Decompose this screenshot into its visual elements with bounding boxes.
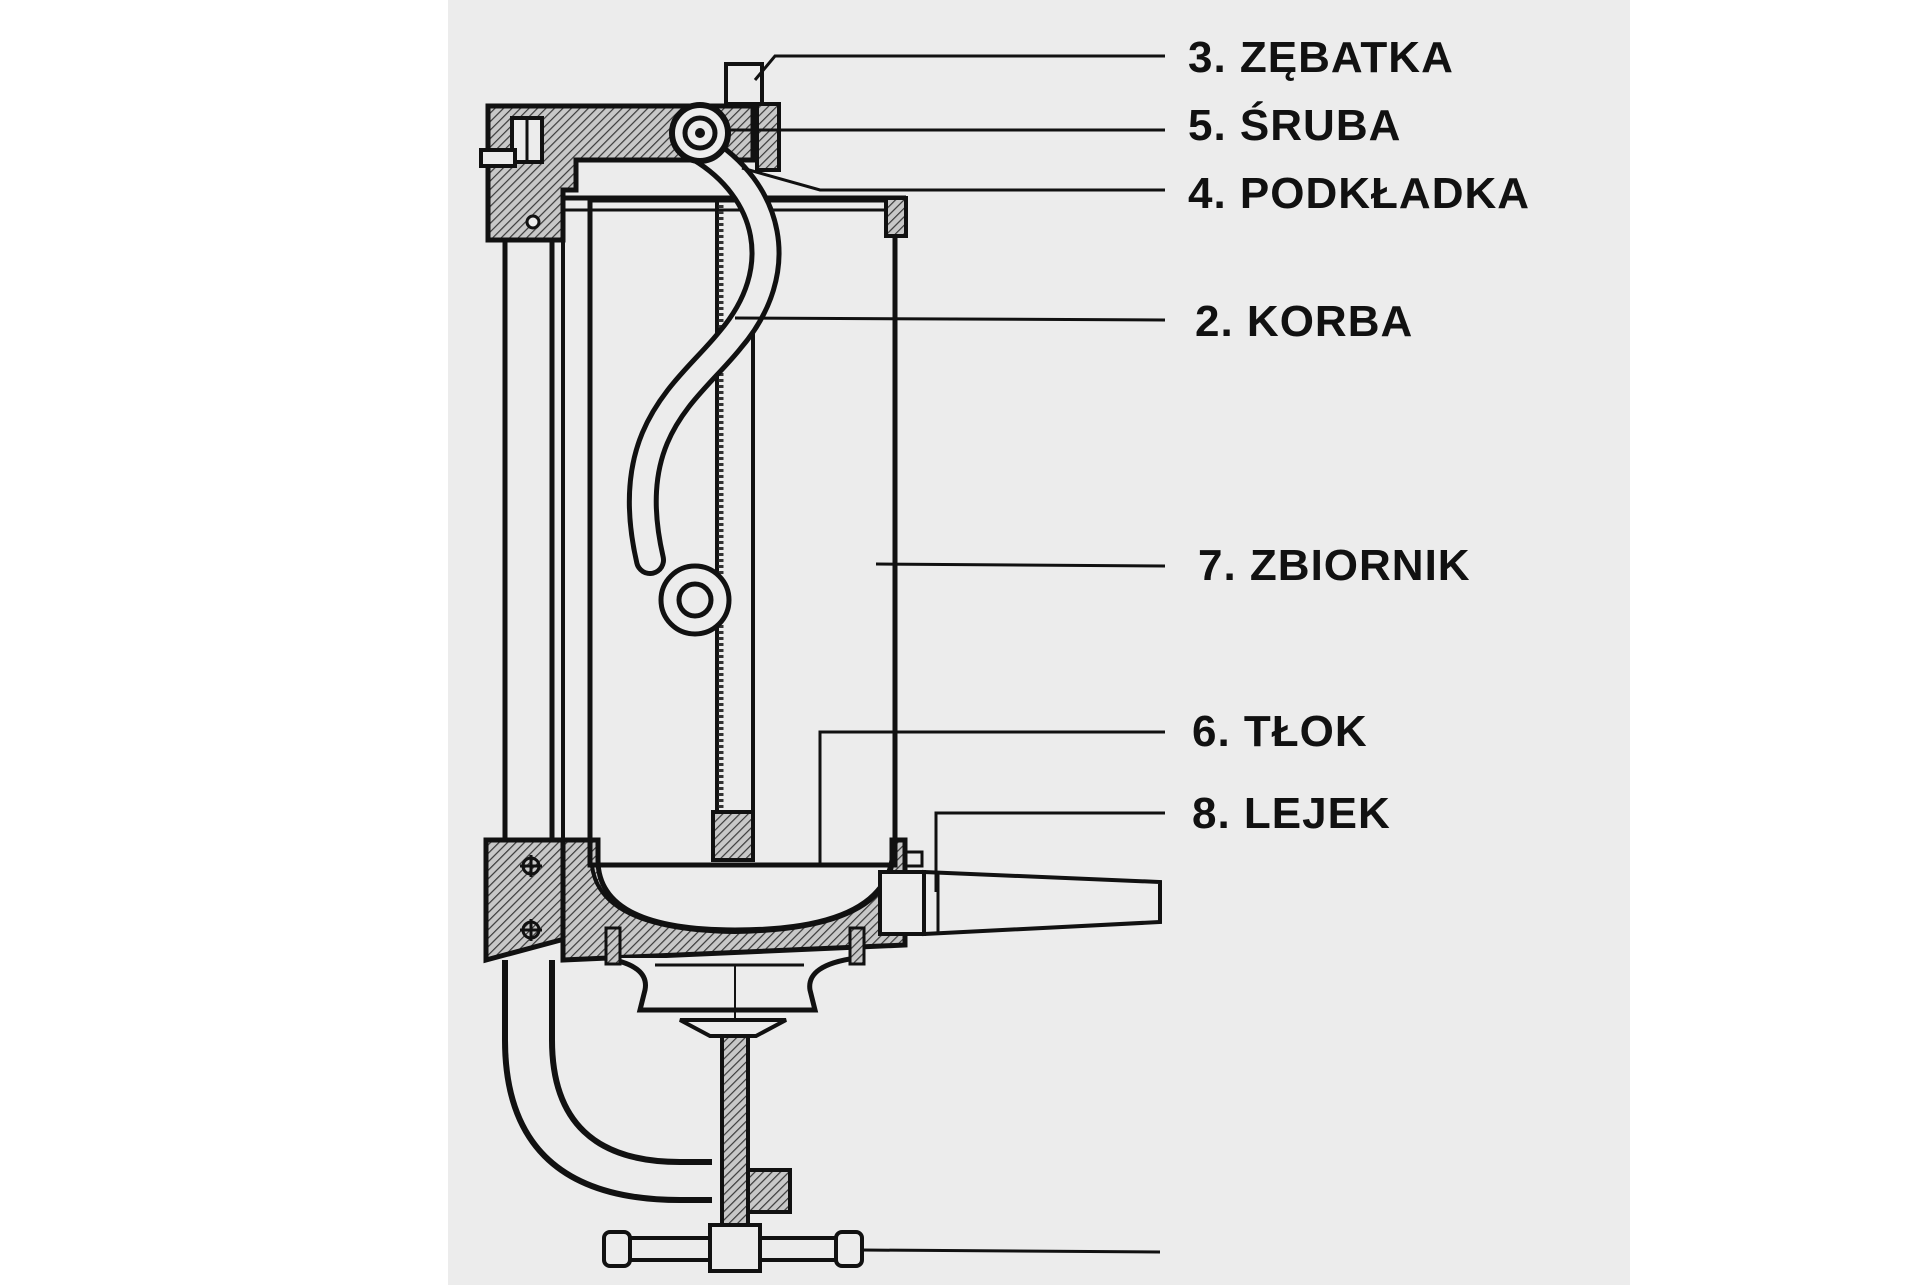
base-and-handwheel: [602, 926, 866, 1273]
screw-and-washer: [669, 102, 781, 172]
label-lejek: 8. LEJEK: [1192, 789, 1391, 838]
crank: [626, 132, 782, 637]
rack: [711, 62, 764, 862]
frame-column: [502, 240, 712, 1203]
frame-lower-block: [483, 837, 908, 964]
label-tlok: 6. TŁOK: [1192, 707, 1368, 756]
funnel-nozzle: [878, 850, 1162, 937]
leader-lines: [728, 54, 1166, 1254]
label-sruba: 5. ŚRUBA: [1188, 100, 1401, 150]
label-zbiornik: 7. ZBIORNIK: [1198, 541, 1471, 590]
paper-background: [448, 0, 1630, 1285]
label-korba: 2. KORBA: [1195, 297, 1413, 346]
label-zebatka: 3. ZĘBATKA: [1188, 33, 1454, 82]
label-podkladka: 4. PODKŁADKA: [1188, 169, 1530, 218]
